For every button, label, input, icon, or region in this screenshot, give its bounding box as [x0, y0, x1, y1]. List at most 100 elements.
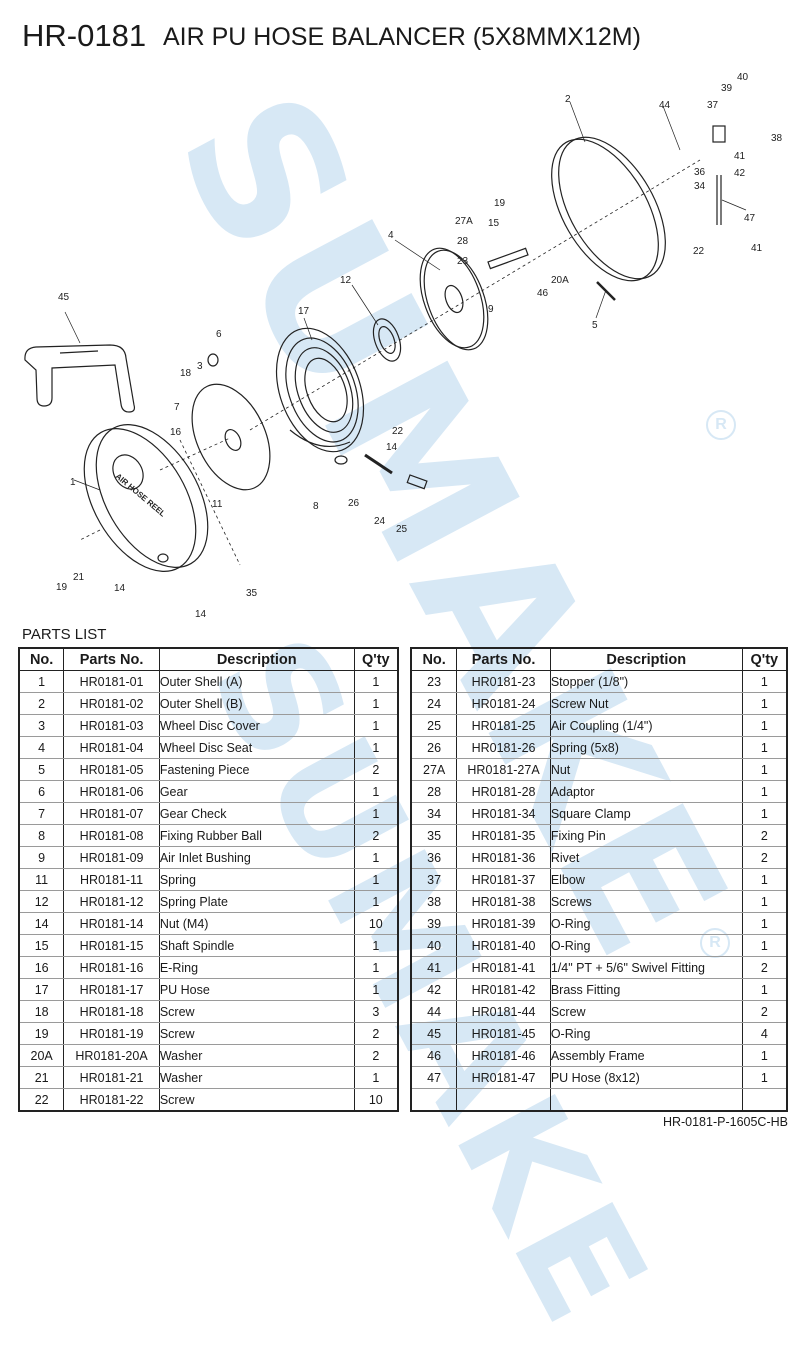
- parts-no-cell: HR0181-36: [456, 846, 551, 869]
- callout-15: 15: [488, 218, 500, 229]
- description-cell: Fastening Piece: [158, 758, 355, 781]
- parts-no-cell: HR0181-46: [456, 1044, 551, 1067]
- description-cell: PU Hose (8x12): [549, 1066, 743, 1089]
- part-number-cell: 35: [410, 824, 458, 847]
- column-header-qty: Q'ty: [353, 647, 399, 671]
- qty-cell: 1: [353, 978, 399, 1001]
- parts-no-cell: HR0181-45: [456, 1022, 551, 1045]
- callout-16: 16: [170, 427, 182, 438]
- parts-no-cell: HR0181-06: [63, 780, 160, 803]
- part-number-cell: 20A: [18, 1044, 65, 1067]
- qty-cell: 10: [353, 1088, 399, 1112]
- description-cell: Washer: [158, 1044, 355, 1067]
- description-cell: Screws: [549, 890, 743, 913]
- qty-cell: 1: [741, 1066, 788, 1089]
- part-number-cell: 46: [410, 1044, 458, 1067]
- qty-cell: 1: [741, 670, 788, 693]
- qty-cell: 1: [741, 1044, 788, 1067]
- parts-no-cell: HR0181-39: [456, 912, 551, 935]
- description-cell: Stopper (1/8"): [549, 670, 743, 693]
- callout-21: 21: [73, 572, 85, 583]
- part-number-cell: 1: [18, 670, 65, 693]
- part-number-cell: 38: [410, 890, 458, 913]
- parts-no-cell: HR0181-19: [63, 1022, 160, 1045]
- column-header-no: No.: [410, 647, 458, 671]
- callout-17: 17: [298, 306, 310, 317]
- callout-25: 25: [396, 524, 408, 535]
- column-header-description: Description: [549, 647, 743, 671]
- callout-24: 24: [374, 516, 386, 527]
- parts-no-cell: HR0181-15: [63, 934, 160, 957]
- callout-12: 12: [340, 275, 352, 286]
- description-cell: Shaft Spindle: [158, 934, 355, 957]
- qty-cell: 1: [353, 670, 399, 693]
- callout-20a: 20A: [551, 275, 569, 286]
- exploded-parts-diagram: AIR HOSE REEL 45 1 2 3 4 5 6 7 8 9 11 12…: [24, 72, 783, 620]
- spring-plate-drawing: [372, 318, 402, 362]
- part-number-cell: 9: [18, 846, 65, 869]
- part-number-cell: 42: [410, 978, 458, 1001]
- description-cell: Nut (M4): [158, 912, 355, 935]
- qty-cell: 3: [353, 1000, 399, 1023]
- qty-cell: 1: [741, 714, 788, 737]
- qty-cell: 2: [741, 956, 788, 979]
- gear-drawing: [207, 353, 219, 367]
- part-number-cell: 36: [410, 846, 458, 869]
- callout-27a: 27A: [455, 216, 473, 227]
- qty-cell: 2: [353, 1044, 399, 1067]
- description-cell: Assembly Frame: [549, 1044, 743, 1067]
- parts-no-cell: HR0181-34: [456, 802, 551, 825]
- part-number-cell: 34: [410, 802, 458, 825]
- description-cell: 1/4" PT + 5/6" Swivel Fitting: [549, 956, 743, 979]
- callout-3: 3: [197, 361, 203, 372]
- callout-2: 2: [565, 94, 571, 105]
- callout-22: 22: [392, 426, 404, 437]
- callout-36: 36: [694, 167, 706, 178]
- callout-11: 11: [212, 499, 223, 510]
- description-cell: Air Coupling (1/4"): [549, 714, 743, 737]
- parts-no-cell: HR0181-28: [456, 780, 551, 803]
- part-number-cell: 24: [410, 692, 458, 715]
- parts-no-cell: HR0181-21: [63, 1066, 160, 1089]
- callout-4: 4: [388, 230, 394, 241]
- parts-list-heading: PARTS LIST: [22, 626, 107, 643]
- callout-14: 14: [114, 583, 126, 594]
- part-number-cell: 47: [410, 1066, 458, 1089]
- description-cell: Screw: [158, 1022, 355, 1045]
- qty-cell: 1: [741, 692, 788, 715]
- parts-no-cell: HR0181-44: [456, 1000, 551, 1023]
- part-number-cell: 40: [410, 934, 458, 957]
- parts-no-cell: HR0181-24: [456, 692, 551, 715]
- spring-26-drawing: [364, 453, 393, 475]
- callout-26: 26: [348, 498, 360, 509]
- part-number-cell: 39: [410, 912, 458, 935]
- callout-9: 9: [488, 304, 494, 315]
- qty-cell: 1: [741, 890, 788, 913]
- parts-no-cell: HR0181-17: [63, 978, 160, 1001]
- description-cell: Brass Fitting: [549, 978, 743, 1001]
- column-header-no: No.: [18, 647, 65, 671]
- pu-hose-coil-drawing: [275, 327, 365, 453]
- qty-cell: 1: [353, 868, 399, 891]
- callout-19: 19: [56, 582, 68, 593]
